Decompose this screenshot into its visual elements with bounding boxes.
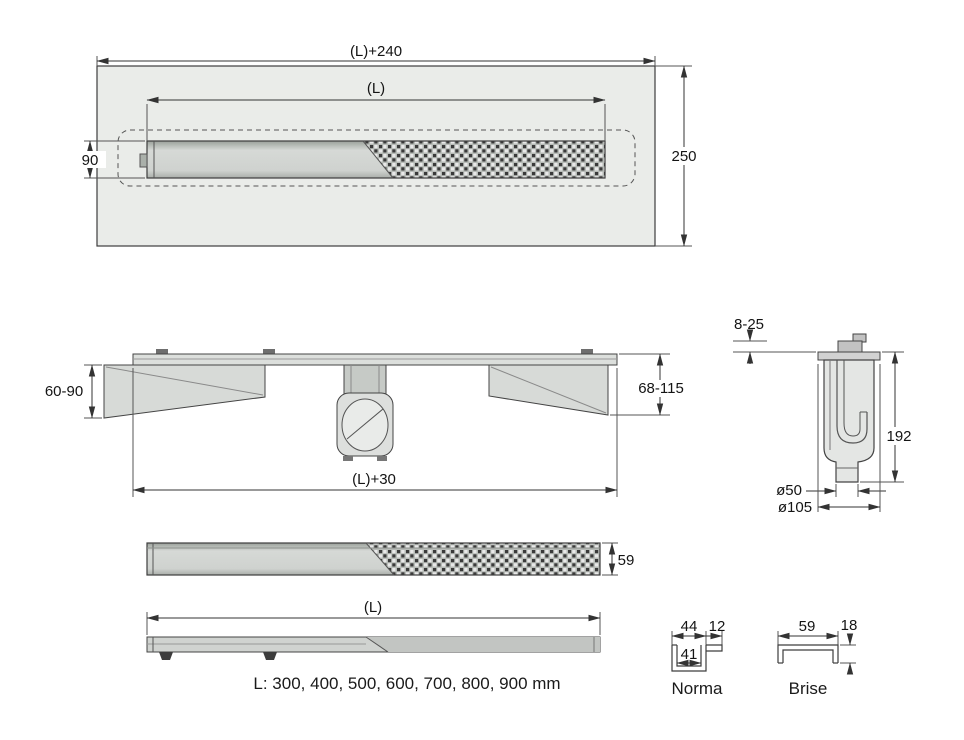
side-body-plain [147,543,394,575]
dim-label-halo [633,380,688,397]
top-view: (L)+240 (L) 90 250 [74,43,704,247]
dim-section-height-lines [860,351,904,483]
available-lengths-note: L: 300, 400, 500, 600, 700, 800, 900 mm [253,674,560,693]
support-foot [159,652,173,660]
section-view: 8-25 192 ø50 ø [733,316,917,516]
dim-label-total-depth: 250 [671,148,696,165]
clip [156,349,168,354]
brise-dim-lines [777,631,856,675]
dim-label-section-height: 192 [886,428,911,445]
dim-label-right-height: 68-115 [638,380,684,397]
dim-channel-length-lines [146,96,606,141]
profile-norma: 44 12 41 Norma [671,618,725,698]
dim-flange-lines [817,364,881,512]
dim-label-channel-length: (L) [367,80,385,97]
dim-label-halo [882,427,917,445]
clip [581,349,593,354]
trap-hook-outer [836,360,868,444]
side-view: 59 [146,542,635,576]
dim-left-height-lines [84,364,102,419]
dim-label-brise-height: 18 [841,617,858,634]
dim-label-bottom-length: (L) [364,599,382,616]
dim-label-top-adjust: 8-25 [734,316,764,333]
dim-base-width-lines [132,368,618,497]
dim-label-norma-inner: 41 [681,646,698,663]
channel-end-tab [139,153,148,168]
front-view: 60-90 68-115 (L)+30 [45,349,688,497]
drain-trap [336,364,394,461]
bottom-bar-right [366,637,600,652]
dim-label-outlet: ø50 [776,482,802,499]
channel-grate-pattern [363,141,605,178]
brise-profile-shape [777,644,839,664]
profile-brise-label: Brise [789,679,828,698]
left-bracket-fold-line [105,366,264,396]
trap-hook-inner [843,360,861,437]
dim-label-side-height: 59 [618,552,635,569]
dim-label-base-width: (L)+30 [352,471,396,488]
dim-bottom-length-lines [146,612,601,635]
dim-side-height-lines [602,542,618,576]
dim-top-adjust-lines [733,329,816,364]
cutout-dashed-outline [117,129,636,187]
profile-norma-label: Norma [671,679,723,698]
section-flange [817,351,881,361]
dim-total-width-lines [96,56,656,66]
bottom-view: (L) L: 300, 400, 500, 600, 700, 800, 900… [146,599,601,693]
left-mounting-bracket [103,364,266,419]
bottom-transition-edge [365,636,389,653]
dim-label-left-height: 60-90 [45,383,83,400]
norma-dim-lines [671,631,723,645]
dim-label-total-width: (L)+240 [350,43,402,60]
dim-label-norma-outer: 44 [681,618,698,635]
grate-edge-profile [837,340,863,353]
side-grate-pattern [366,543,600,575]
grate-transition-edge [362,140,394,179]
dim-label-channel-width: 90 [82,152,99,169]
dim-label-halo [74,151,106,168]
dim-label-halo [664,147,704,165]
support-foot [263,652,277,660]
channel-body-plain [147,141,393,178]
profile-brise: 59 18 Brise [777,617,858,698]
dim-outlet-lines [806,484,886,497]
dim-label-norma-lip: 12 [709,618,726,635]
side-outline [146,542,601,576]
dim-label-flange: ø105 [778,499,812,516]
clip [263,349,275,354]
right-bracket-fold-line [490,366,607,414]
dim-label-brise-width: 59 [799,618,816,635]
